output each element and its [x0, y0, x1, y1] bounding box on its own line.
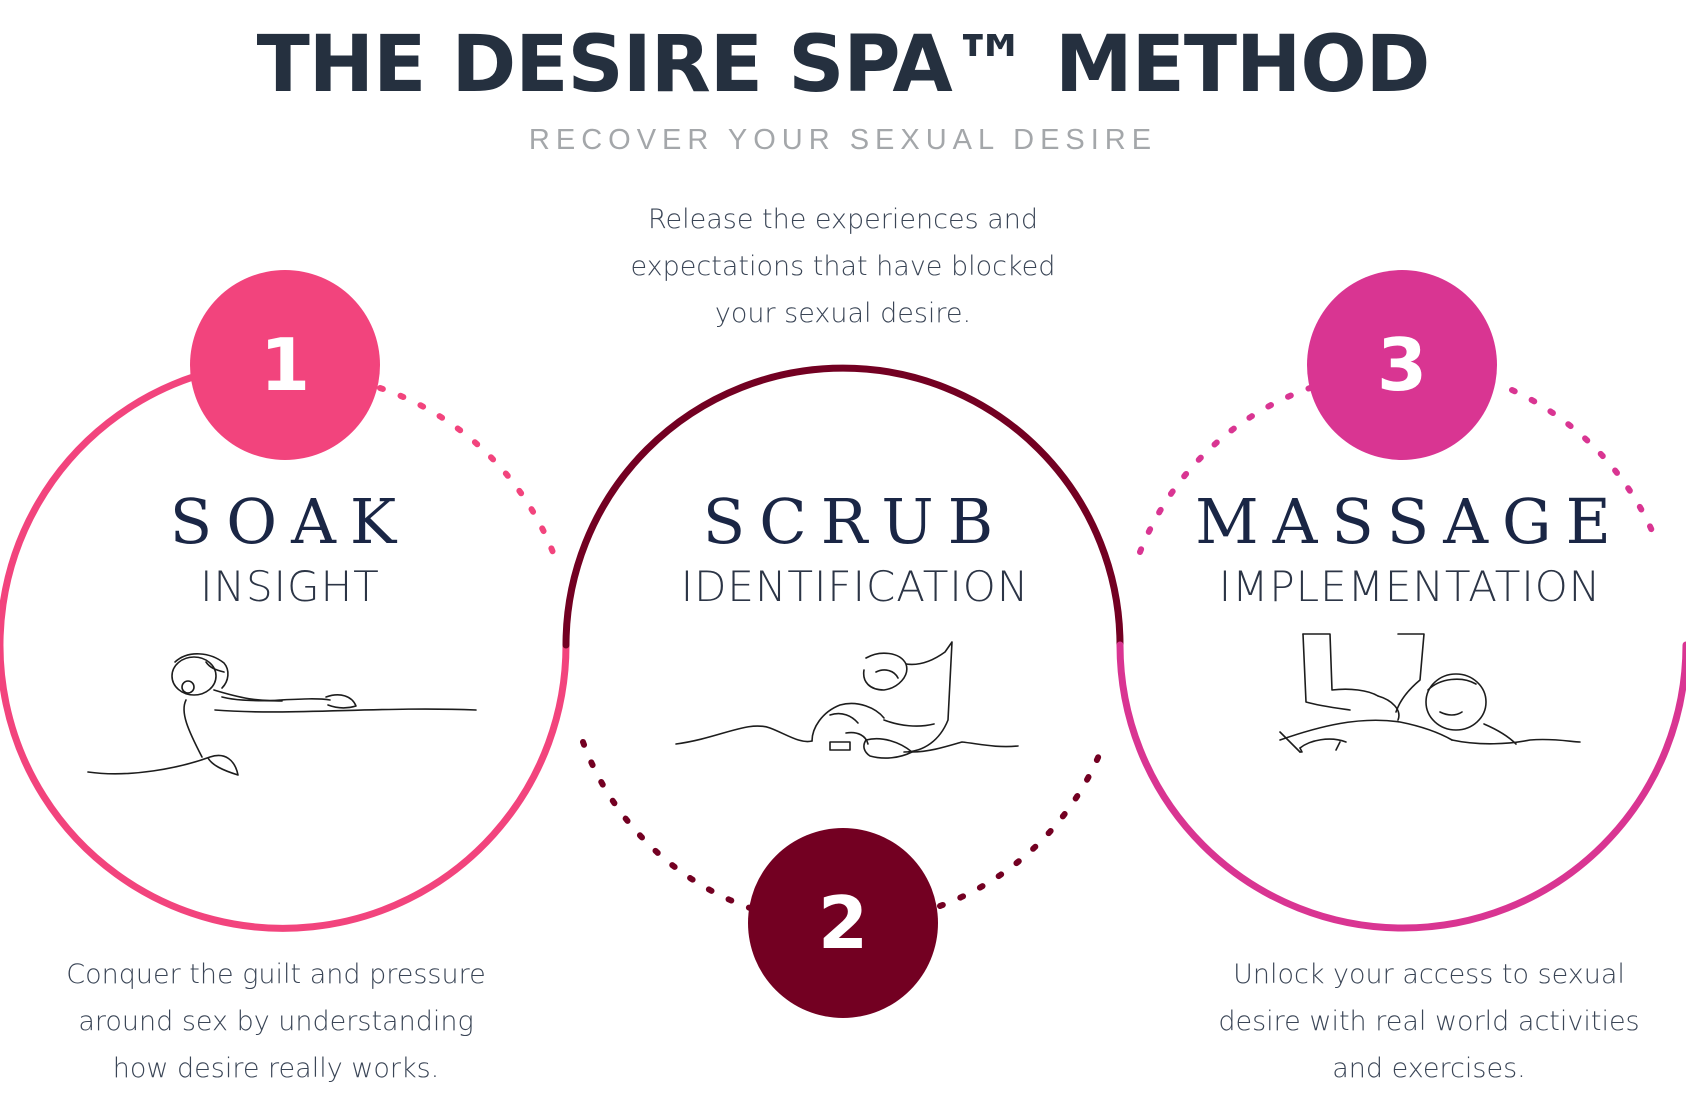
person-soaking-in-bath-icon	[87, 653, 477, 776]
step-2-dotted-arc-left	[580, 739, 753, 911]
person-receiving-massage-icon	[1279, 633, 1581, 753]
step-3-number-badge	[1307, 270, 1497, 460]
step-2-circle-arc	[562, 364, 1124, 649]
step-2-description-line: Release the experiences and	[647, 204, 1039, 235]
step-1-description: Conquer the guilt and pressure around se…	[26, 951, 526, 1092]
step-1-description-line: how desire really works.	[112, 1053, 440, 1084]
step-1-number-badge	[190, 270, 380, 460]
step-2-number: 2	[817, 881, 869, 965]
person-receiving-facial-scrub-icon	[675, 641, 1019, 759]
page-subtitle: RECOVER YOUR SEXUAL DESIRE	[528, 124, 1158, 156]
step-2-description-line: your sexual desire.	[714, 298, 972, 329]
step-3-description-line: desire with real world activities	[1218, 1006, 1640, 1037]
step-1-subtitle: INSIGHT	[200, 562, 380, 611]
step-3-description: Unlock your access to sexual desire with…	[1179, 951, 1679, 1092]
step-3-number: 3	[1376, 323, 1428, 407]
step-1-number: 1	[259, 323, 311, 407]
step-3-dotted-arc-right	[1509, 387, 1661, 548]
step-3-description-line: and exercises.	[1332, 1053, 1526, 1084]
page-title: THE DESIRE SPA™ METHOD	[256, 20, 1431, 110]
step-2-description-line: expectations that have blocked	[630, 251, 1056, 282]
step-1-name: SOAK	[169, 485, 411, 558]
step-3-subtitle: IMPLEMENTATION	[1218, 562, 1602, 611]
step-1-description-line: around sex by understanding	[78, 1006, 474, 1037]
step-1-circle-arc	[0, 372, 570, 932]
step-2-subtitle: IDENTIFICATION	[680, 562, 1030, 611]
step-2-number-badge	[748, 828, 938, 1018]
step-2-description: Release the experiences and expectations…	[593, 196, 1093, 337]
step-2-name: SCRUB	[702, 485, 1008, 558]
step-1-description-line: Conquer the guilt and pressure	[66, 959, 486, 990]
step-3-name: MASSAGE	[1195, 485, 1625, 558]
step-3-circle-arc	[1116, 641, 1686, 932]
step-2-dotted-arc-right	[937, 737, 1108, 909]
step-3-description-line: Unlock your access to sexual	[1233, 959, 1625, 990]
